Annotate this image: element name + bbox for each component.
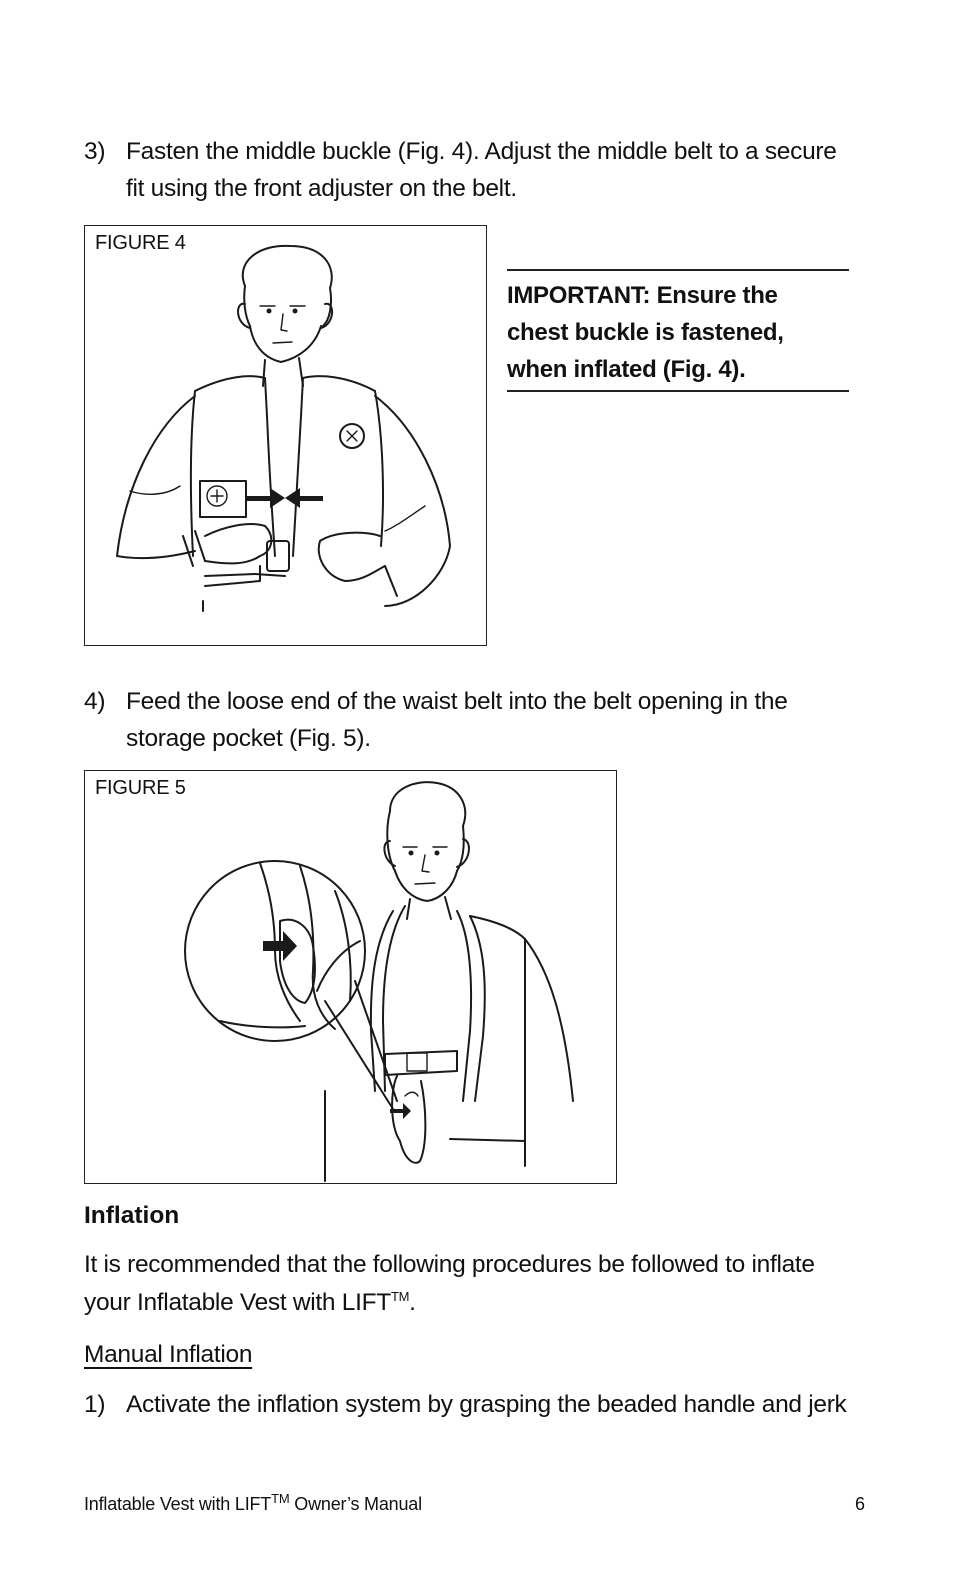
step-3-line-2: fit using the front adjuster on the belt… [126, 175, 517, 202]
inflation-paragraph-end: . [409, 1289, 416, 1316]
inflation-paragraph-line-2: your Inflatable Vest with LIFTTM. [84, 1284, 904, 1322]
footer-title-end: Owner’s Manual [289, 1494, 422, 1514]
figure-4-illustration [116, 244, 451, 612]
step-4-line-2: storage pocket (Fig. 5). [126, 725, 371, 752]
trademark-mark: TM [390, 1288, 410, 1304]
inflation-paragraph-line-1: It is recommended that the following pro… [84, 1251, 815, 1278]
step-4-number: 4) [84, 688, 106, 715]
step-1: 1) Activate the inflation system by gras… [84, 1386, 904, 1426]
manual-inflation-subheading: Manual Inflation [84, 1341, 253, 1368]
step-4-line-1: Feed the loose end of the waist belt int… [126, 688, 788, 715]
step-3: 3) Fasten the middle buckle (Fig. 4). Ad… [84, 133, 884, 213]
step-1-number: 1) [84, 1391, 106, 1418]
figure-5-label: FIGURE 5 [95, 777, 186, 799]
inflation-paragraph: It is recommended that the following pro… [84, 1246, 904, 1322]
important-line-1: IMPORTANT: Ensure the [507, 282, 778, 309]
step-1-line-1: Activate the inflation system by graspin… [126, 1391, 847, 1418]
figure-5-illustration [184, 781, 574, 1182]
important-line-3: when inflated (Fig. 4). [507, 356, 746, 383]
step-3-number: 3) [84, 138, 106, 165]
important-notice: IMPORTANT: Ensure the chest buckle is fa… [507, 269, 849, 392]
step-3-line-1: Fasten the middle buckle (Fig. 4). Adjus… [126, 138, 837, 165]
inflation-heading: Inflation [84, 1202, 180, 1229]
figure-4: FIGURE 4 [84, 225, 487, 646]
important-line-2: chest buckle is fastened, [507, 319, 784, 346]
inflation-paragraph-line-2-text: your Inflatable Vest with LIFT [84, 1289, 391, 1316]
figure-4-label: FIGURE 4 [95, 232, 186, 254]
figure-5: FIGURE 5 [84, 770, 617, 1184]
page-number: 6 [855, 1494, 865, 1514]
footer-title-text: Inflatable Vest with LIFT [84, 1494, 272, 1514]
footer-title: Inflatable Vest with LIFTTM Owner’s Manu… [84, 1491, 422, 1515]
footer-trademark: TM [271, 1491, 290, 1506]
step-4: 4) Feed the loose end of the waist belt … [84, 683, 884, 763]
